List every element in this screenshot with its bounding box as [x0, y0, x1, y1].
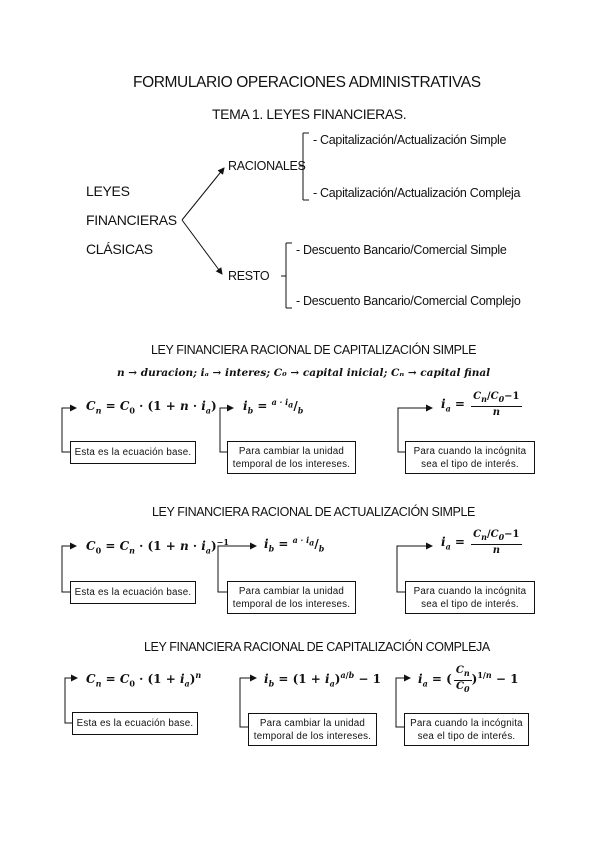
formula-cap-simple-ib: ib = a · ia/b	[243, 397, 304, 416]
note-box-base: Esta es la ecuación base.	[72, 712, 198, 735]
page-title: FORMULARIO OPERACIONES ADMINISTRATIVAS	[133, 74, 481, 91]
note-box-interes: Para cuando la incógnita sea el tipo de …	[405, 581, 535, 614]
note-box-temporal: Para cambiar la unidad temporal de los i…	[227, 441, 356, 474]
resto-label: RESTO	[228, 269, 270, 283]
resto-item-2: - Descuento Bancario/Comercial Complejo	[296, 294, 521, 308]
formula-cap-simple-base: Cn = C0 · (1 + n · ia)	[86, 399, 217, 416]
formula-cap-compleja-ib: ib = (1 + ia)a/b − 1	[264, 670, 381, 689]
note-box-interes: Para cuando la incógnita sea el tipo de …	[404, 713, 529, 746]
formula-act-simple-base: C0 = Cn · (1 + n · ia)−1	[86, 537, 229, 556]
section-title-act-simple: LEY FINANCIERA RACIONAL DE ACTUALIZACIÓN…	[152, 505, 475, 519]
racionales-label: RACIONALES	[228, 159, 306, 173]
section-title-cap-compleja: LEY FINANCIERA RACIONAL DE CAPITALIZACIÓ…	[144, 640, 490, 654]
clasicas-label: CLÁSICAS	[86, 241, 153, 257]
note-box-interes: Para cuando la incógnita sea el tipo de …	[405, 441, 535, 474]
note-box-base: Esta es la ecuación base.	[70, 441, 196, 464]
variables-legend: n → duracion; iₐ → interes; C₀ → capital…	[117, 367, 491, 379]
section-title-cap-simple: LEY FINANCIERA RACIONAL DE CAPITALIZACIÓ…	[151, 343, 477, 357]
note-box-base: Esta es la ecuación base.	[70, 581, 196, 604]
racionales-item-1: - Capitalización/Actualización Simple	[313, 133, 507, 147]
note-box-temporal: Para cambiar la unidad temporal de los i…	[248, 713, 377, 746]
tema-heading: TEMA 1. LEYES FINANCIERAS.	[212, 106, 407, 122]
formula-act-simple-ib: ib = a · ia/b	[264, 535, 325, 554]
financieras-label: FINANCIERAS	[86, 212, 177, 228]
formula-cap-compleja-base: Cn = C0 · (1 + ia)n	[86, 670, 202, 689]
racionales-item-2: - Capitalización/Actualización Compleja	[313, 186, 521, 200]
note-box-temporal: Para cambiar la unidad temporal de los i…	[227, 581, 356, 614]
resto-item-1: - Descuento Bancario/Comercial Simple	[296, 243, 507, 257]
leyes-label: LEYES	[86, 183, 130, 199]
